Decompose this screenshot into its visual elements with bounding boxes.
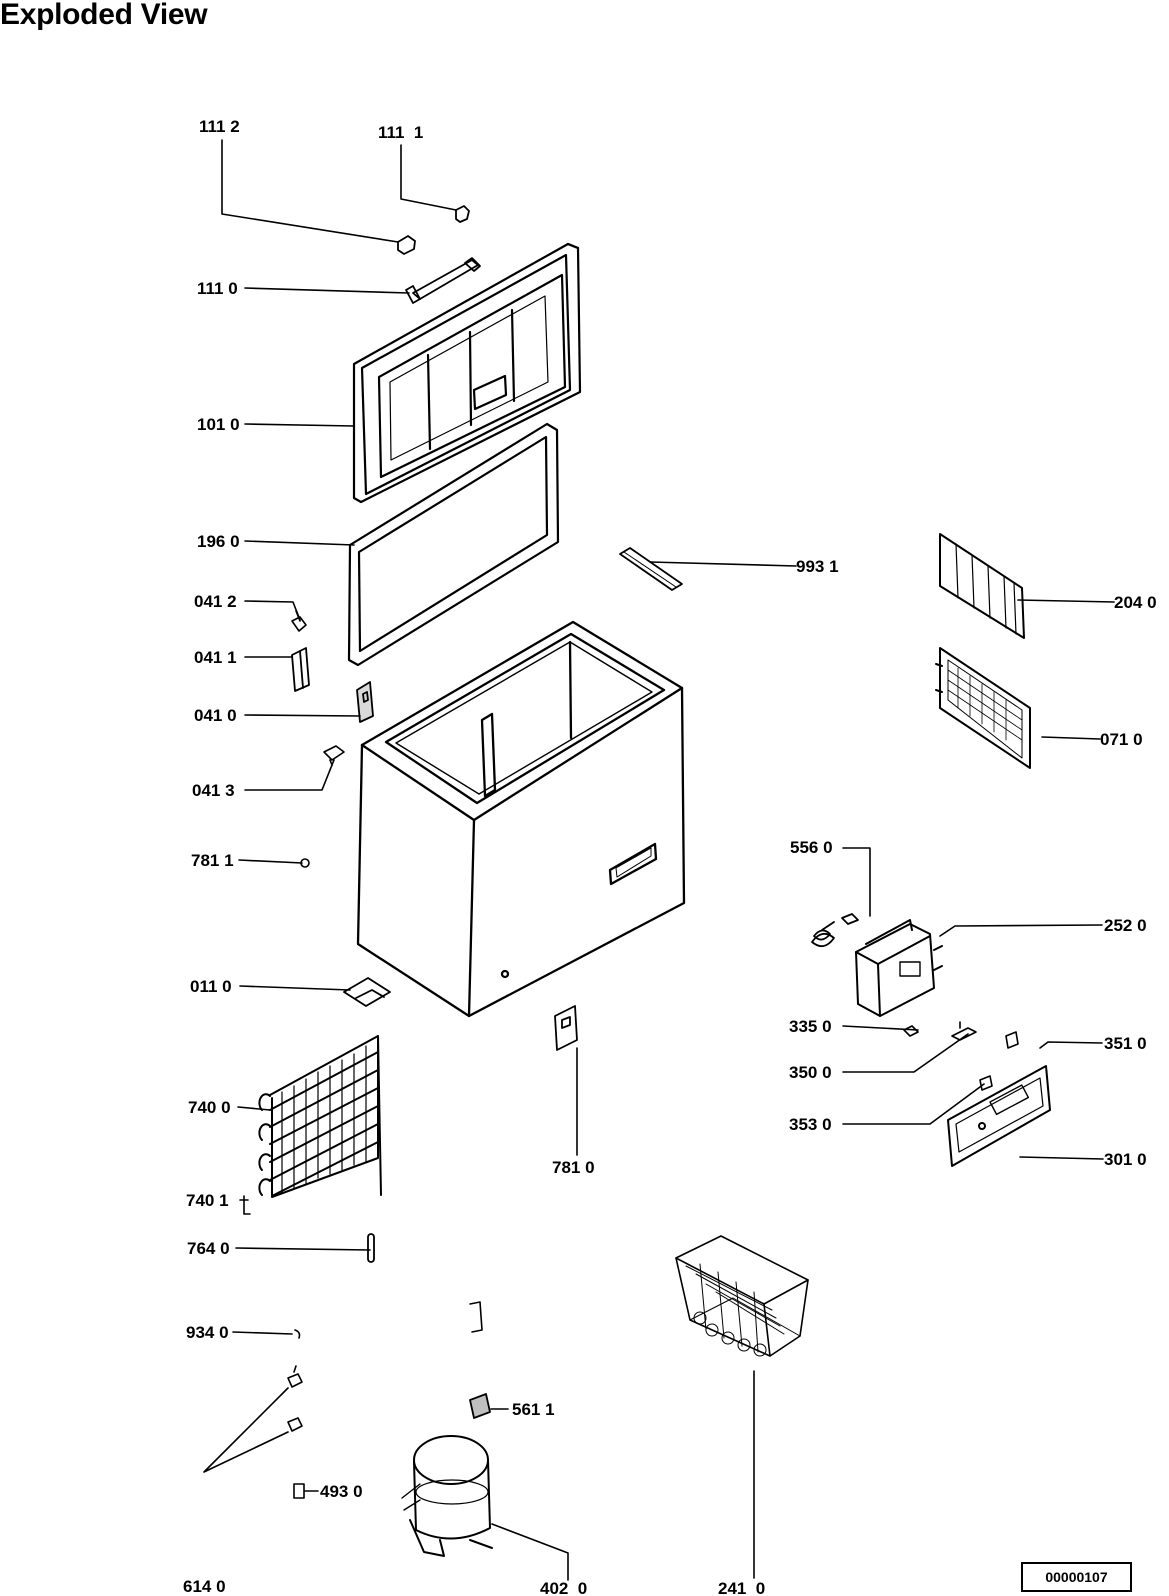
lid-handle [405,257,481,304]
label-252-0: 252 0 [1104,916,1147,935]
compressor [401,1435,493,1557]
drier [367,1233,375,1263]
hinge-bracket [291,647,310,692]
condenser-coil [258,1035,382,1198]
label-101-0: 101 0 [197,415,240,434]
thermostat-housing [855,919,943,1017]
label-764-0: 764 0 [187,1239,230,1258]
side-panel [939,533,1025,639]
label-041-1: 041 1 [194,648,237,667]
bracket-350 [951,1021,977,1041]
label-556-0: 556 0 [790,838,833,857]
label-993-1: 993 1 [796,557,839,576]
thermostat-spring [811,913,859,948]
label-781-1: 781 1 [191,851,234,870]
hinge-cap-left [397,235,416,255]
rear-bracket [554,1005,578,1051]
label-351-0: 351 0 [1104,1034,1147,1053]
lamp-351 [1005,1031,1019,1049]
hinge-cap-right [455,205,470,223]
plug-781-1 [300,858,310,868]
relay [469,1393,491,1419]
grommet-lower [287,1417,303,1432]
rear-grille [935,647,1031,769]
bottom-bracket [343,977,391,1007]
hinge-plate [356,681,374,723]
label-111-1: 111 1 [378,123,423,142]
label-071-0: 071 0 [1100,730,1143,749]
label-740-1: 740 1 [186,1191,229,1210]
condenser-clip [239,1195,251,1215]
label-614-0: 614 0 [183,1577,226,1596]
label-335-0: 335 0 [789,1017,832,1036]
label-493-0: 493 0 [320,1482,363,1501]
freezer-lid [352,242,582,504]
label-353-0: 353 0 [789,1115,832,1134]
capillary-clip [294,1329,301,1339]
lamp-353 [979,1075,993,1091]
label-934-0: 934 0 [186,1323,229,1342]
hinge-clip [323,745,345,766]
label-111-0: 111 0 [197,279,238,298]
page-title: Exploded View [0,0,208,31]
label-350-0: 350 0 [789,1063,832,1082]
label-402-0: 402 0 [540,1579,587,1596]
part-labels: 111 2 111 1 111 0 101 0 196 0 041 2 041 … [183,117,1157,1596]
drawing-code-box: 00000107 [1021,1562,1132,1592]
label-011-0: 011 0 [190,977,232,996]
wire-basket [675,1235,809,1357]
label-196-0: 196 0 [197,532,240,551]
label-041-3: 041 3 [192,781,235,800]
label-561-1: 561 1 [512,1400,555,1419]
divider-strip [619,547,683,591]
label-241-0: 241 0 [718,1579,765,1596]
label-204-0: 204 0 [1114,593,1157,612]
bracket-clip [469,1301,483,1333]
label-740-0: 740 0 [188,1098,231,1117]
control-panel [947,1065,1051,1167]
grommet-upper [287,1365,303,1388]
leader-lines [203,139,1115,1581]
label-301-0: 301 0 [1104,1150,1147,1169]
door-gasket [347,422,560,667]
small-connector [293,1483,305,1499]
label-041-2: 041 2 [194,592,237,611]
label-041-0: 041 0 [194,706,237,725]
label-781-0: 781 0 [552,1158,595,1177]
knob-335 [903,1025,919,1037]
label-111-2: 111 2 [199,117,240,136]
freezer-cabinet [356,620,686,1018]
hinge-spring [291,610,307,632]
